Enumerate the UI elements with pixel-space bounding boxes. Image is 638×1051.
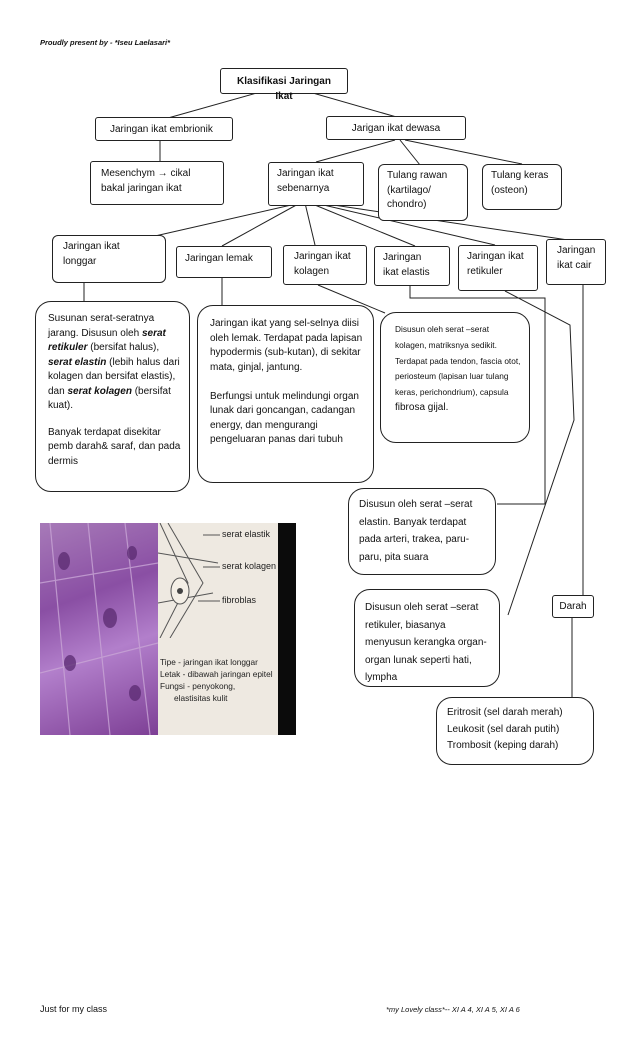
- desc-longgar-b3: serat kolagen: [67, 385, 132, 397]
- node-dewasa: Jarigan ikat dewasa: [326, 116, 466, 140]
- desc-longgar-b2: serat elastin: [48, 356, 107, 368]
- tissue-micrograph: [40, 523, 159, 735]
- caption-line-1: Tipe - jaringan ikat longgar: [160, 657, 258, 667]
- tissue-image: serat elastik serat kolagen fibroblas Ti…: [40, 523, 296, 735]
- node-elastis: Jaringan ikat elastis: [374, 246, 450, 286]
- desc-elastis: Disusun oleh serat –serat elastin. Banya…: [348, 488, 496, 575]
- node-tulang-rawan: Tulang rawan (kartilago/ chondro): [378, 164, 468, 221]
- node-retikuler: Jaringan ikat retikuler: [458, 245, 538, 291]
- diagram-sketch: [157, 523, 220, 639]
- page-footer-right: *my Lovely class*-- XI A 4, XI A 5, XI A…: [386, 1005, 520, 1014]
- node-sebenarnya: Jaringan ikat sebenarnya: [268, 162, 364, 206]
- caption-line-4: elastisitas kulit: [174, 693, 228, 703]
- label-fibroblas: fibroblas: [222, 595, 257, 605]
- mesenchym-line2: bakal jaringan ikat: [101, 182, 182, 194]
- node-lemak: Jaringan lemak: [176, 246, 272, 278]
- root-node: Klasifikasi Jaringan Ikat: [220, 68, 348, 102]
- desc-longgar-b1: serat retikuler: [48, 327, 166, 354]
- tissue-dark-strip: [278, 523, 296, 735]
- label-serat-elastik: serat elastik: [222, 529, 271, 539]
- node-cair: Jaringan ikat cair: [546, 239, 606, 285]
- micrograph-fibers: [40, 523, 159, 735]
- desc-kolagen: Disusun oleh serat –serat kolagen, matri…: [380, 312, 530, 443]
- tissue-diagram: serat elastik serat kolagen fibroblas Ti…: [157, 523, 278, 735]
- node-embrionik: Jaringan ikat embrionik: [95, 117, 233, 141]
- desc-longgar-t1: Susunan serat-seratnya jarang. Disusun o…: [48, 313, 155, 339]
- desc-longgar: Susunan serat-seratnya jarang. Disusun o…: [35, 301, 190, 492]
- desc-longgar-t4: (bersifat kuat).: [48, 385, 171, 412]
- caption-line-2: Letak - dibawah jaringan epitel: [160, 669, 273, 679]
- mesenchym-line1: Mesenchym → cikal: [101, 168, 191, 179]
- desc-kolagen-text: Disusun oleh serat –serat kolagen, matri…: [395, 324, 521, 397]
- desc-longgar-p1: Susunan serat-seratnya jarang. Disusun o…: [48, 312, 181, 414]
- node-kolagen: Jaringan ikat kolagen: [283, 245, 367, 285]
- node-mesenchym: Mesenchym → cikal bakal jaringan ikat: [90, 161, 224, 205]
- page-footer-left: Just for my class: [40, 1004, 108, 1014]
- label-serat-kolagen: serat kolagen: [222, 561, 277, 571]
- desc-longgar-t2: (bersifat halus),: [87, 342, 160, 353]
- desc-longgar-p2: Banyak terdapat disekitar pemb darah& sa…: [48, 426, 181, 467]
- desc-retikuler: Disusun oleh serat –serat retikuler, bia…: [354, 589, 500, 687]
- node-darah: Darah: [552, 595, 594, 618]
- desc-longgar-t3: (lebih halus dari kolagen dan bersifat e…: [48, 356, 180, 397]
- desc-lemak: Jaringan ikat yang sel-selnya diisi oleh…: [197, 305, 374, 483]
- caption-line-3: Fungsi - penyokong,: [160, 681, 236, 691]
- node-longgar: Jaringan ikat longgar: [52, 235, 166, 283]
- node-tulang-keras: Tulang keras (osteon): [482, 164, 562, 210]
- page-header: Proudly present by - *Iseu Laelasari*: [40, 38, 171, 47]
- desc-kolagen-end: fibrosa gijal.: [395, 401, 449, 413]
- desc-darah: Eritrosit (sel darah merah) Leukosit (se…: [436, 697, 594, 765]
